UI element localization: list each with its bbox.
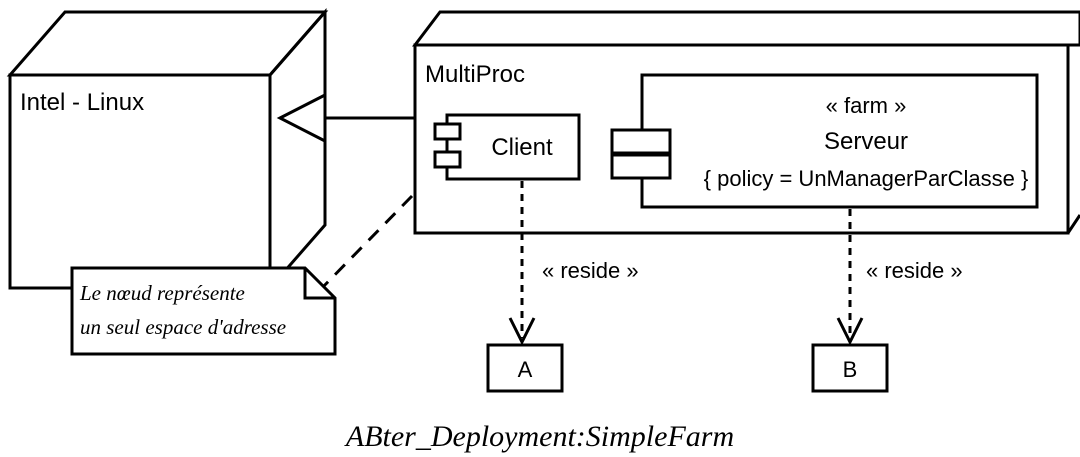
note-body bbox=[70, 266, 337, 356]
class-a-label: A bbox=[518, 357, 533, 382]
class-a-box bbox=[486, 343, 564, 393]
node-intel-linux-label: Intel - Linux bbox=[20, 89, 144, 116]
component-serveur-label: Serveur bbox=[824, 128, 908, 155]
node-multiproc bbox=[411, 10, 1080, 235]
component-client-port-top bbox=[433, 122, 462, 141]
dependency-client-to-a bbox=[508, 181, 536, 346]
note bbox=[70, 266, 337, 356]
dependency-serveur-to-b-arrowhead bbox=[836, 317, 864, 346]
note-text-line-1: Le nœud représente bbox=[79, 281, 245, 305]
generalization-arrow bbox=[276, 92, 415, 144]
node-intel-linux bbox=[6, 8, 329, 292]
generalization-triangle-head bbox=[276, 92, 327, 144]
node-multiproc-side-edge bbox=[1066, 214, 1080, 234]
component-serveur-constraint: { policy = UnManagerParClasse } bbox=[704, 166, 1029, 191]
component-serveur-port-top bbox=[610, 128, 672, 155]
component-serveur-stereotype: « farm » bbox=[826, 93, 907, 118]
note-anchor-line bbox=[318, 194, 414, 292]
node-multiproc-top bbox=[411, 10, 1080, 47]
note-folded-corner bbox=[303, 268, 335, 300]
dependency-client-to-a-arrowhead bbox=[508, 317, 536, 346]
class-b-label: B bbox=[843, 357, 858, 382]
component-client-body bbox=[445, 113, 581, 181]
class-b-box bbox=[811, 343, 889, 393]
node-intel-linux-side bbox=[268, 8, 327, 292]
node-multiproc-front bbox=[413, 43, 1070, 235]
dependency-serveur-to-b bbox=[836, 209, 864, 346]
dependency-client-to-a-label: « reside » bbox=[542, 258, 639, 283]
note-text-line-2: un seul espace d'adresse bbox=[80, 315, 286, 339]
dependency-serveur-to-b-label: « reside » bbox=[866, 258, 963, 283]
component-serveur bbox=[610, 73, 1039, 209]
component-serveur-port-bottom bbox=[610, 153, 672, 180]
diagram-caption: ABter_Deployment:SimpleFarm bbox=[344, 420, 734, 453]
component-client bbox=[433, 113, 581, 181]
node-multiproc-label: MultiProc bbox=[425, 61, 525, 88]
component-client-label: Client bbox=[491, 134, 553, 161]
component-client-port-bottom bbox=[433, 150, 462, 169]
